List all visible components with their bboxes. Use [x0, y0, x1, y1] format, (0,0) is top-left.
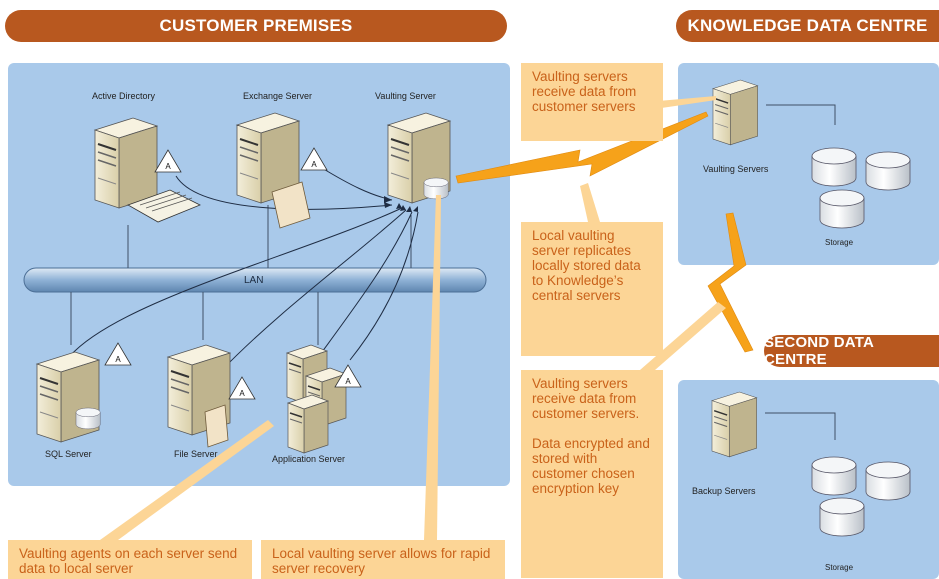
sql-server-label: SQL Server	[45, 449, 92, 459]
svg-text:A: A	[165, 162, 171, 171]
backup-storage-label: Storage	[825, 563, 854, 572]
sql-database-icon	[75, 407, 101, 430]
active-directory-server-icon	[94, 117, 158, 209]
lan-bus	[23, 267, 487, 293]
vaulting-server-label: Vaulting Server	[375, 91, 436, 101]
file-server-label: File Server	[174, 449, 218, 459]
agent-data-arrows	[69, 167, 419, 373]
document-icon	[204, 404, 229, 448]
note-second-centre-receive: Vaulting servers receive data from custo…	[532, 376, 640, 421]
lan-connections	[70, 205, 412, 345]
svg-text:A: A	[239, 389, 245, 398]
middle-note-pointer	[580, 183, 600, 222]
vaulting-servers-label: Vaulting Servers	[703, 164, 769, 174]
envelope-icon	[271, 181, 311, 229]
tray-lines-icon	[139, 191, 193, 212]
backup-storage-icon	[811, 456, 911, 537]
replication-lightning-bolt	[455, 111, 709, 184]
directory-tray-icon	[127, 189, 201, 223]
note-vaulting-agents: Vaulting agents on each server send data…	[8, 540, 252, 579]
storage-label: Storage	[825, 238, 854, 247]
knowledge-data-centre-banner: KNOWLEDGE DATA CENTRE	[676, 10, 939, 42]
note-receive-data: Vaulting servers receive data from custo…	[521, 63, 663, 141]
exchange-server-label: Exchange Server	[243, 91, 313, 101]
svg-text:A: A	[311, 160, 317, 169]
active-directory-label: Active Directory	[92, 91, 156, 101]
note-replication: Local vaulting server replicates locally…	[521, 222, 663, 356]
backup-servers-icon	[711, 391, 758, 458]
recovery-note-pointer	[424, 195, 441, 540]
svg-text:A: A	[115, 355, 121, 364]
agent-badges	[104, 147, 362, 400]
arrow-heads	[384, 196, 418, 212]
backup-storage-link	[765, 412, 836, 440]
lan-label: LAN	[244, 275, 264, 286]
second-data-centre-banner: SECOND DATA CENTRE	[764, 334, 939, 368]
agent-badge-labels: A A A A A	[115, 160, 351, 398]
note-second-centre: Vaulting servers receive data from custo…	[521, 370, 663, 578]
note-second-centre-encrypt: Data encrypted and stored with customer …	[532, 436, 650, 496]
svg-text:A: A	[345, 377, 351, 386]
backup-servers-label: Backup Servers	[692, 486, 756, 496]
customer-premises-banner: CUSTOMER PREMISES	[5, 10, 507, 42]
application-server-label: Application Server	[272, 454, 346, 464]
note-rapid-recovery: Local vaulting server allows for rapid s…	[261, 540, 505, 579]
backup-lightning-bolt	[707, 212, 754, 353]
storage-icon	[811, 147, 911, 229]
storage-link	[766, 104, 836, 125]
agents-note-pointer	[100, 420, 274, 540]
application-server-icon-3	[287, 394, 329, 454]
vaulting-servers-icon	[712, 79, 759, 146]
